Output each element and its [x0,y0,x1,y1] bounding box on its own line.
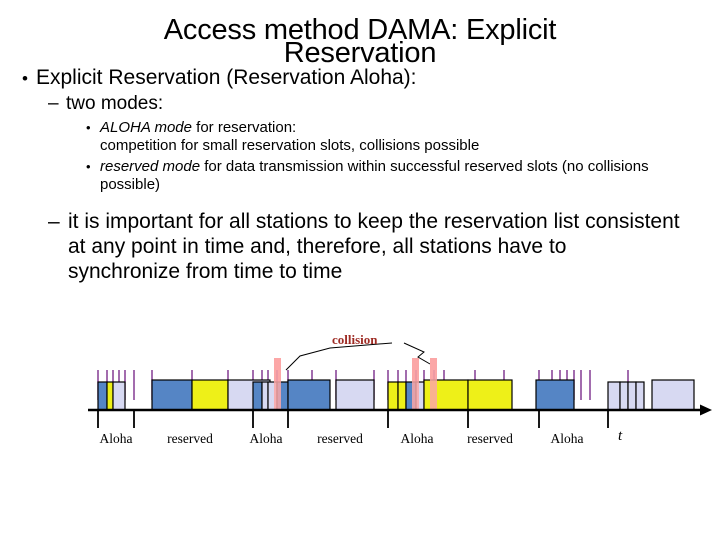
reserved-mode-emphasis: reserved mode [100,158,201,176]
aloha-mode-emphasis: ALOHA mode [100,118,192,136]
timing-diagram-svg: collision t Aloha reserved Aloha reserve… [88,332,712,446]
section-label-aloha-2: Aloha [250,431,283,446]
outline-level3-item-reserved-mode: • reserved mode for data transmission wit… [86,158,696,195]
reserved-mode-text-wrap: reserved mode for data transmission with… [100,158,680,195]
outline-level2-item: –two modes: [48,93,720,116]
outline-level1-item: • Explicit Reservation (Reservation Aloha… [22,66,720,91]
outline-level1-text: Explicit Reservation (Reservation Aloha)… [36,66,417,89]
slide-body: • Explicit Reservation (Reservation Aloha… [0,66,720,284]
section-label-reserved-2: reserved [317,431,363,446]
time-axis-label: t [618,428,623,444]
collision-label: collision [332,332,378,347]
outline-paragraph-text: it is important for all stations to keep… [68,209,680,284]
slot-boxes [97,379,695,411]
dash-glyph: – [48,209,60,233]
section-label-aloha-1: Aloha [100,431,133,446]
reserved-mode-rest: for data transmission within successful … [100,158,649,194]
dash-glyph: – [48,92,59,114]
outline-level2-text: two modes: [66,92,164,114]
section-label-reserved-1: reserved [167,431,213,446]
aloha-mode-rest: for reservation: [192,118,297,136]
slide-title-line-2: Reservation [0,37,720,70]
bullet-glyph: • [86,119,91,135]
section-label-aloha-3: Aloha [401,431,434,446]
section-label-reserved-3: reserved [467,431,513,446]
timing-diagram: collision t Aloha reserved Aloha reserve… [0,330,720,470]
collision-leader-lines [285,342,431,371]
aloha-mode-line2: competition for small reservation slots,… [100,136,480,154]
collision-markers-overlay [274,358,437,410]
section-label-aloha-4: Aloha [551,431,584,446]
time-axis [88,404,712,416]
bullet-glyph: • [86,159,91,175]
section-divider-ticks [97,410,609,428]
outline-level2-paragraph: –it is important for all stations to kee… [48,209,693,285]
outline-level3-item-aloha-mode: • ALOHA mode for reservation:competition … [86,119,696,156]
aloha-mode-text-wrap: ALOHA mode for reservation:competition f… [100,119,479,156]
title-line-2-text: Reservation [283,37,437,69]
bullet-glyph: • [22,69,28,88]
